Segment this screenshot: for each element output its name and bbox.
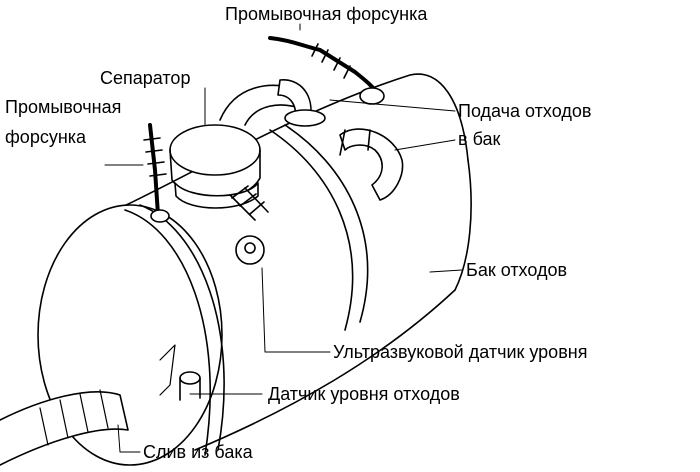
tank-band-left	[124, 209, 211, 456]
label-washer-nozzle-left-line2: форсунка	[5, 127, 87, 147]
separator	[169, 124, 261, 176]
label-waste-tank: Бак отходов	[466, 260, 568, 280]
leader-lines	[104, 23, 463, 453]
ultrasonic-sensor	[235, 235, 265, 265]
label-waste-inlet-line1: Подача отходов	[458, 101, 592, 121]
inlet-pipe-2	[339, 128, 404, 201]
label-washer-nozzle-left-line1: Промывочная	[5, 97, 122, 117]
tank-bottom-edge	[194, 289, 456, 451]
label-separator: Сепаратор	[100, 68, 191, 88]
washer-nozzle-left	[148, 123, 160, 217]
tank-band-right	[269, 129, 354, 331]
label-washer-nozzle-top: Промывочная форсунка	[225, 4, 428, 24]
tank-band-right-2	[284, 124, 369, 323]
label-ultrasonic-sensor: Ультразвуковой датчик уровня	[333, 342, 588, 362]
label-waste-inlet-line2: в бак	[458, 129, 501, 149]
tank-right-end	[454, 159, 472, 291]
drain-hose	[0, 391, 129, 466]
label-waste-level-sensor: Датчик уровня отходов	[268, 384, 460, 404]
label-tank-drain: Слив из бака	[143, 442, 253, 462]
level-sensor	[179, 371, 201, 385]
